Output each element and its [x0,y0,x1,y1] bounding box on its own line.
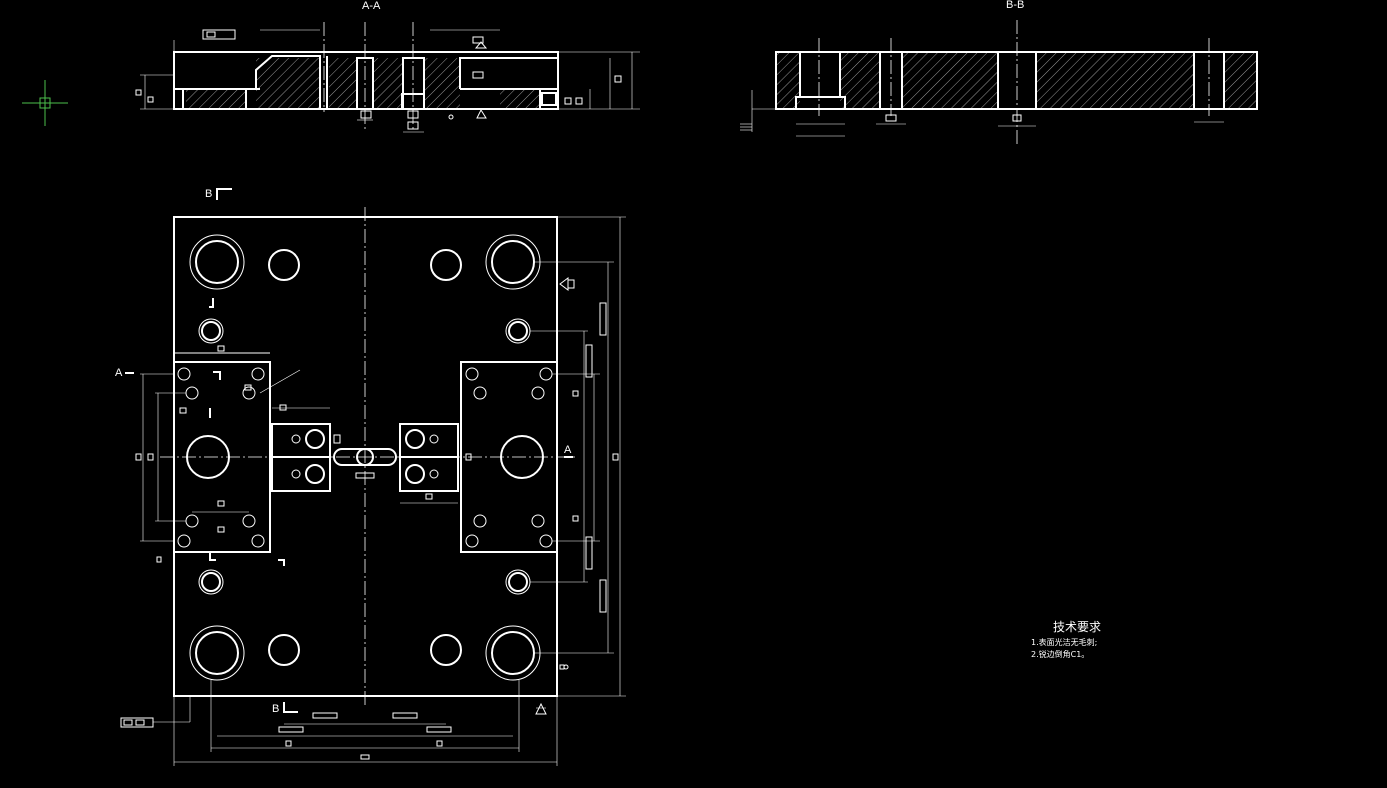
notes-title: 技术要求 [1053,620,1101,634]
section-aa-title: A-A [362,0,381,12]
cut-marker-b-top: B [205,188,212,200]
cut-marker-a-right: A [564,444,572,456]
cut-marker-b-bottom: B [272,703,279,715]
section-aa-view: A-A [135,0,640,133]
ucs-icon [22,80,68,126]
cut-marker-a-left: A [115,367,123,379]
technical-notes: 技术要求 1.表面光洁无毛刺; 2.锐边倒角C1。 [1031,620,1101,659]
guide-hole-tr [485,234,541,290]
left-insert [173,361,271,553]
section-bb-view: B-B [740,0,1258,145]
guide-hole-tl [189,234,245,290]
plan-view: B B A A [115,188,626,766]
guide-hole-bl [189,625,245,681]
section-bb-title: B-B [1006,0,1024,11]
notes-line-2: 2.锐边倒角C1。 [1031,649,1089,659]
right-insert [460,361,558,553]
plate-outline [173,216,558,697]
guide-hole-br [485,625,541,681]
notes-line-1: 1.表面光洁无毛刺; [1031,637,1097,647]
